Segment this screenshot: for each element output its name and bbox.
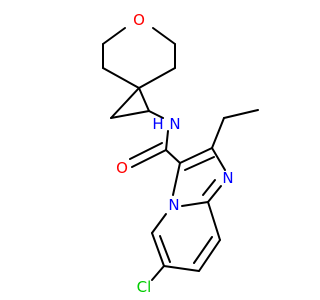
- bond-n4-c5: [151, 213, 167, 234]
- bond-c-n-amide: [148, 110, 164, 119]
- bond-o1-c: [152, 27, 176, 45]
- bond-c-o-double: [129, 142, 163, 160]
- atom-oxygen-carbonyl: O: [116, 159, 128, 177]
- imidazole-ring: [172, 147, 226, 207]
- atom-oxygen-ring: O: [133, 11, 145, 29]
- bond-c5-c6-double: [159, 235, 171, 263]
- atom-nitrogen-imidazole: N: [222, 169, 233, 187]
- bond-c5-c6: [151, 232, 165, 267]
- bond-c-o-double: [131, 149, 167, 168]
- bond-cp: [138, 87, 150, 112]
- atom-nitrogen-bridge: N: [168, 196, 179, 214]
- oxane-ring: [102, 27, 176, 89]
- carbonyl: [129, 142, 167, 168]
- bond-ch2-ch3: [223, 109, 259, 119]
- bond-c7-c8: [198, 239, 221, 272]
- pyridine-ring: [151, 201, 221, 272]
- atom-nitrogen-amide: N: [169, 115, 180, 133]
- bond-c8-c8a: [207, 201, 221, 241]
- bond-ring: [138, 67, 176, 89]
- bond-c6-c7: [163, 265, 200, 272]
- bond-c3-c2: [179, 147, 213, 164]
- bond-c6-cl: [151, 265, 165, 281]
- bond-o1-c: [102, 27, 126, 45]
- bond-n1-c8a: [207, 185, 222, 203]
- bond-cp: [110, 87, 140, 119]
- atom-hydrogen-amide: H: [152, 115, 163, 133]
- bond-n-c-carbonyl: [165, 130, 169, 151]
- ethyl-group: [211, 109, 259, 149]
- bond-c3-c2-double: [184, 156, 215, 171]
- cyclopropane-ring: [110, 87, 150, 119]
- bond-cp: [110, 110, 150, 119]
- bond-c8a-n4: [181, 201, 209, 207]
- bond-c2-ch2: [211, 117, 225, 149]
- bond-c-c3: [165, 149, 181, 164]
- bond-n1-c8a-double: [202, 179, 216, 196]
- bond-n4-c3: [172, 162, 181, 196]
- bond-c2-n1: [211, 147, 226, 171]
- bond-c7-c8-double: [193, 236, 213, 264]
- molecule-diagram: O N H O N N Cl: [102, 11, 259, 296]
- atom-chlorine: Cl: [137, 278, 152, 296]
- bond-ring: [102, 67, 140, 89]
